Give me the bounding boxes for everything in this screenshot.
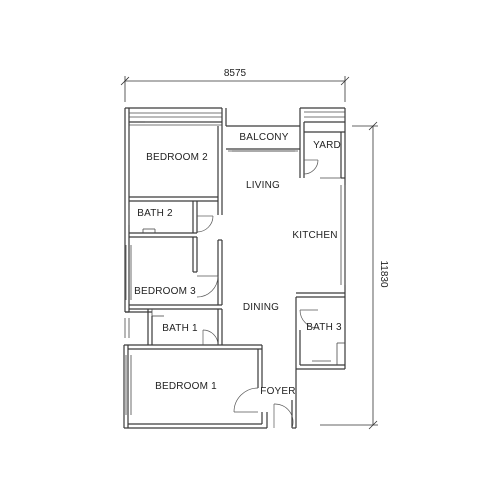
height-dimension: 11830 xyxy=(320,121,389,430)
room-label-bedroom-3: BEDROOM 3 xyxy=(134,286,196,297)
windows xyxy=(124,111,346,415)
room-label-yard: YARD xyxy=(313,140,341,151)
room-label-bedroom-2: BEDROOM 2 xyxy=(146,152,208,163)
room-label-bath-2: BATH 2 xyxy=(137,208,173,219)
doors xyxy=(196,159,319,429)
room-label-bath-3: BATH 3 xyxy=(306,322,342,333)
room-labels: BALCONY YARD BEDROOM 2 LIVING BATH 2 KIT… xyxy=(134,132,342,397)
room-label-kitchen: KITCHEN xyxy=(292,230,337,241)
room-label-living: LIVING xyxy=(246,180,280,191)
width-dimension-label: 8575 xyxy=(224,68,247,79)
width-dimension: 8575 xyxy=(120,68,350,102)
room-label-balcony: BALCONY xyxy=(239,132,288,143)
room-label-bath-1: BATH 1 xyxy=(162,323,198,334)
room-label-foyer: FOYER xyxy=(260,386,295,397)
room-label-dining: DINING xyxy=(243,302,279,313)
room-label-bedroom-1: BEDROOM 1 xyxy=(155,381,217,392)
height-dimension-label: 11830 xyxy=(378,260,389,288)
